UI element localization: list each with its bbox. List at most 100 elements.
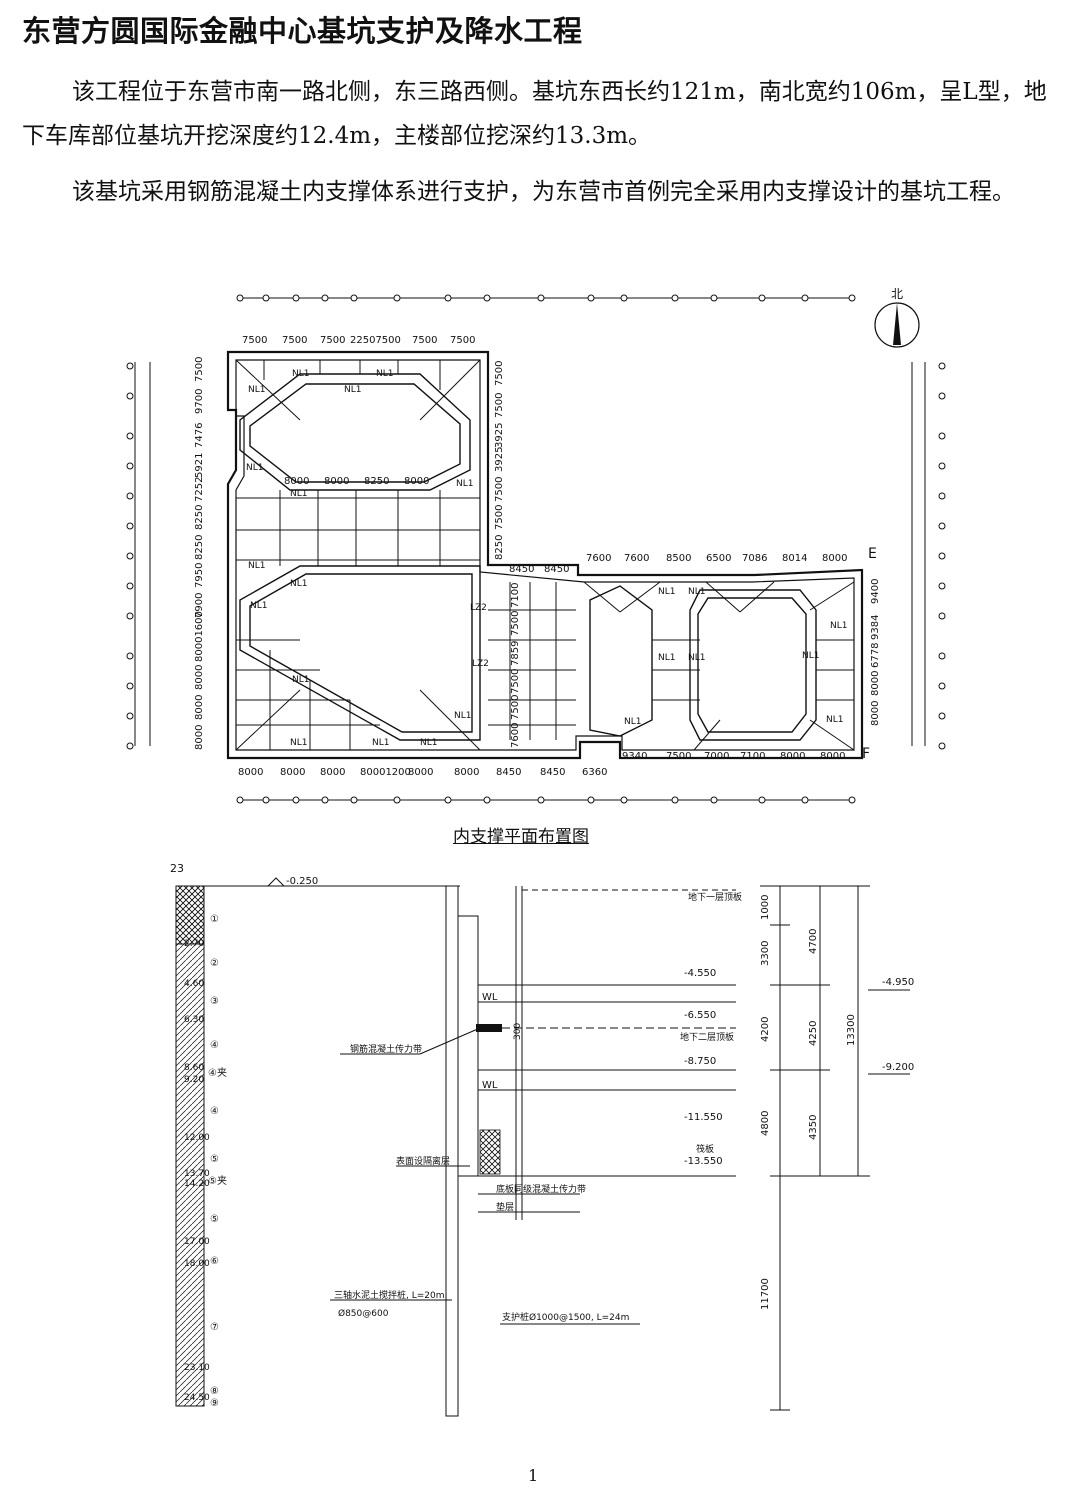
dim-left-12: 8000 — [194, 695, 205, 720]
member-label: NL1 — [688, 587, 705, 597]
elev: 12.00 — [184, 1133, 210, 1143]
level-b3: -8.750 — [684, 1056, 716, 1067]
corner-label-e: E — [868, 546, 877, 562]
north-arrow-icon — [874, 302, 920, 348]
dim-farright-4: 8000 — [870, 671, 881, 696]
member-label: NL1 — [248, 385, 265, 395]
dim-inner-1: 8000 — [284, 476, 309, 487]
dim-left-5: 7252 — [194, 477, 205, 502]
elev: 2.70 — [184, 939, 204, 949]
elev: 14.20 — [184, 1179, 210, 1189]
dim-left-8: 7950 — [194, 563, 205, 588]
dim-left-1: 7500 — [194, 357, 205, 382]
member-label: NL1 — [658, 653, 675, 663]
dim-right-bottom-4: 7100 — [740, 751, 765, 762]
level-right-2: -9.200 — [882, 1062, 914, 1073]
dim-lowmid-5: 7500 — [510, 695, 521, 720]
layer-no: ② — [210, 958, 219, 969]
dim-left-4: 5921 — [194, 453, 205, 478]
dim-midright-2: 7500 — [494, 393, 505, 418]
member-label: NL1 — [826, 715, 843, 725]
dim-left-7: 8250 — [194, 535, 205, 560]
dim-lowmid-1: 7100 — [510, 583, 521, 608]
layer-no: ⑨ — [210, 1398, 219, 1409]
member-label: NL1 — [248, 561, 265, 571]
layer-no: ④ — [210, 1040, 219, 1051]
dim-v: 4700 — [808, 929, 819, 954]
plan-caption: 内支撑平面布置图 — [453, 827, 589, 847]
label-cushion: 垫层 — [496, 1201, 514, 1213]
floor-label-b2-roof: 地下二层顶板 — [680, 1031, 734, 1043]
dim-midright-1: 7500 — [494, 361, 505, 386]
dim-top-2: 7500 — [282, 335, 307, 346]
dim-v: 11700 — [760, 1278, 771, 1310]
dim-left-13: 8000 — [194, 725, 205, 750]
member-label: NL1 — [250, 601, 267, 611]
label-mixing-size: Ø850@600 — [338, 1308, 389, 1319]
dim-v: 4250 — [808, 1021, 819, 1046]
level-b1: -4.550 — [684, 968, 716, 979]
dim-bottom-8: 8450 — [540, 767, 565, 778]
member-label: NL1 — [456, 479, 473, 489]
dim-bottom-4: 80001200 — [360, 767, 411, 778]
dim-right-top-7: 8000 — [822, 553, 847, 564]
floor-label-b1-roof: 地下一层顶板 — [688, 891, 742, 903]
paragraph-support: 该基坑采用钢筋混凝土内支撑体系进行支护，为东营市首例完全采用内支撑设计的基坑工程… — [72, 179, 1015, 205]
dim-inner-4: 8000 — [404, 476, 429, 487]
dim-farright-1: 9400 — [870, 579, 881, 604]
dim-midright-4: 3925 — [494, 447, 505, 472]
dim-top-1: 7500 — [242, 335, 267, 346]
member-label: NL1 — [454, 711, 471, 721]
layer-no: ⑤夹 — [208, 1174, 227, 1187]
elev: 8.60 — [184, 1063, 204, 1073]
member-label: NL1 — [372, 738, 389, 748]
dim-left-3: 7476 — [194, 423, 205, 448]
member-label: NL1 — [246, 463, 263, 473]
layer-no: ④夹 — [208, 1066, 227, 1079]
elev: 13.70 — [184, 1169, 210, 1179]
member-label: NL1 — [830, 621, 847, 631]
member-label: NL1 — [624, 717, 641, 727]
layer-no: ⑧ — [210, 1386, 219, 1397]
dim-v: 4350 — [808, 1115, 819, 1140]
beam-size: 300 — [513, 1023, 523, 1040]
dim-bottom-1: 8000 — [238, 767, 263, 778]
elev: 18.00 — [184, 1259, 210, 1269]
dim-farright-5: 8000 — [870, 701, 881, 726]
dim-midright-7: 8250 — [494, 535, 505, 560]
dim-top-6: 7500 — [450, 335, 475, 346]
layer-no: ⑦ — [210, 1322, 219, 1333]
level-bottom: -13.550 — [684, 1156, 723, 1167]
dim-right-bottom-3: 7000 — [704, 751, 729, 762]
dim-bottom-6: 8000 — [454, 767, 479, 778]
dim-midright-6: 7500 — [494, 505, 505, 530]
dim-top-3: 7500 — [320, 335, 345, 346]
wl-label: WL — [482, 1080, 498, 1091]
dim-bottom-9: 6360 — [582, 767, 607, 778]
layer-no: ④ — [210, 1106, 219, 1117]
elev: 23.10 — [184, 1363, 210, 1373]
member-label: NL1 — [290, 738, 307, 748]
layer-no: ① — [210, 914, 219, 925]
layer-no: ⑤ — [210, 1154, 219, 1165]
layer-no: ③ — [210, 996, 219, 1007]
dim-top-4: 22507500 — [350, 335, 401, 346]
dim-left-2: 9700 — [194, 389, 205, 414]
label-surface-layer: 表面设隔离层 — [396, 1155, 450, 1167]
member-label: NL1 — [420, 738, 437, 748]
dim-lowmid-6: 7600 — [510, 723, 521, 748]
member-label: NL1 — [344, 385, 361, 395]
dim-midright-5: 7500 — [494, 477, 505, 502]
member-label: NL1 — [658, 587, 675, 597]
dim-inner-2: 8000 — [324, 476, 349, 487]
section-left-top: 23 — [170, 862, 184, 875]
support-plan-drawing: 北 — [126, 287, 946, 804]
corner-label-f: F — [862, 746, 870, 762]
dim-v: 3300 — [760, 941, 771, 966]
dim-v: 4800 — [760, 1111, 771, 1136]
label-force-belt: 钢筋混凝土传力带 — [350, 1043, 422, 1055]
dim-farright-2: 9384 — [870, 615, 881, 640]
paragraph-location: 该工程位于东营市南一路北侧，东三路西侧。基坑东西长约121m，南北宽约106m，… — [22, 79, 1047, 149]
dim-bottom-2: 8000 — [280, 767, 305, 778]
